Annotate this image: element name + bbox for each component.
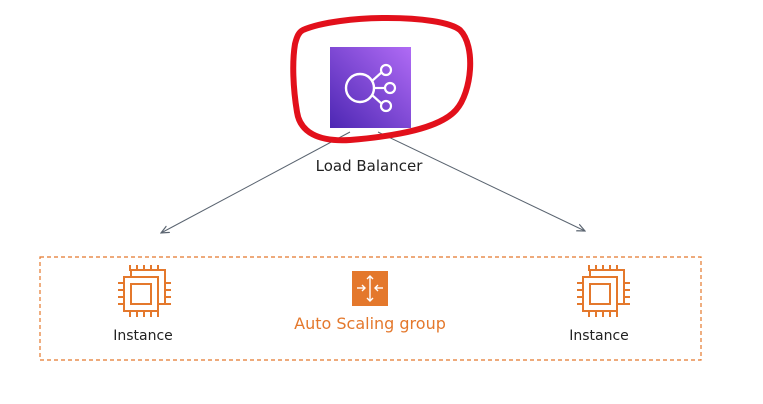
- highlight-circle: [290, 15, 474, 144]
- load-balancer-label: Load Balancer: [315, 157, 423, 175]
- auto-scaling-group-label: Auto Scaling group: [294, 314, 446, 333]
- arrow-to-left-instance: [161, 131, 351, 233]
- ec2-instance-chip-icon: [577, 265, 630, 317]
- arrow-to-right-instance: [377, 131, 585, 231]
- instance-label-right: Instance: [569, 328, 629, 344]
- auto-scaling-arrows-icon: [352, 271, 388, 306]
- ec2-instance-chip-icon: [118, 265, 171, 317]
- instance-label-left: Instance: [113, 328, 173, 344]
- auto-scaling-group-box: [39, 256, 702, 361]
- elastic-load-balancing-icon: [330, 47, 411, 128]
